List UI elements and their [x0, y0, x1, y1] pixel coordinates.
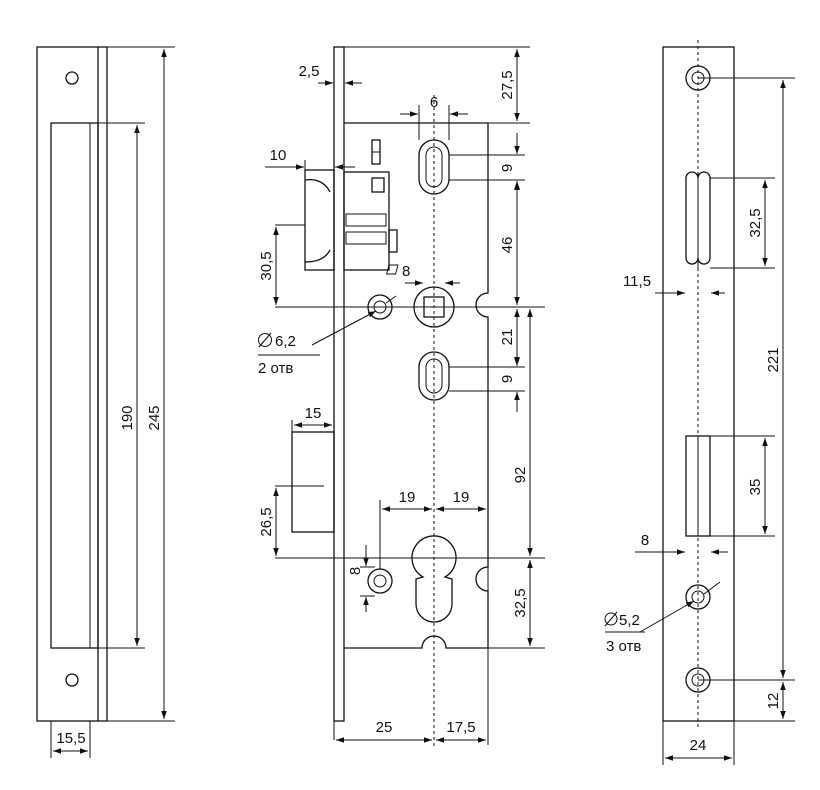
- dim-label-2-5: 2,5: [299, 63, 320, 80]
- dim-label-92: 92: [512, 467, 529, 484]
- dim-label-21: 21: [499, 329, 516, 346]
- dim-label-11-5: 11,5: [623, 273, 651, 290]
- left-plate-outline: [36, 46, 108, 722]
- dim-label-square: 8: [402, 263, 410, 280]
- dim-label-24: 24: [690, 737, 707, 754]
- dim-label-19-left: 19: [399, 489, 416, 506]
- dim-label-32-5-right: 32,5: [747, 208, 764, 237]
- dim-label-small-8: 8: [347, 567, 364, 575]
- right-view: 32,5 11,5 221 35 8 5,2 3 отв 12 24: [604, 40, 795, 765]
- leader-6-2: [311, 310, 377, 346]
- cylinder-hole: [411, 535, 457, 623]
- left-screw-hole-bottom: [65, 673, 79, 687]
- latch-bolt: [304, 139, 398, 271]
- dim-label-8-right: 8: [641, 532, 649, 549]
- leader-5-2: [639, 600, 695, 633]
- dim-label-26-5: 26,5: [258, 507, 275, 536]
- dim-label-27-5: 27,5: [499, 70, 516, 99]
- dim-label-15-5: 15,5: [56, 730, 85, 747]
- left-view: 245 190 15,5: [36, 46, 175, 758]
- latch-opening: [685, 171, 711, 265]
- hole-count-5-2: 3 отв: [606, 638, 641, 655]
- dim-label-6: 6: [430, 94, 438, 111]
- dim-label-221: 221: [765, 347, 782, 372]
- screw-hole-lower: [367, 568, 393, 594]
- dim-label-190: 190: [119, 405, 136, 430]
- dim-label-46: 46: [499, 237, 516, 254]
- dim-label-30-5: 30,5: [258, 251, 275, 280]
- leader-5-2-tail: [703, 581, 721, 595]
- dim-label-5-2: 5,2: [619, 612, 640, 629]
- dim-label-9-lower: 9: [499, 375, 516, 383]
- square-symbol-icon: [385, 264, 399, 275]
- left-plate-opening: [50, 122, 99, 649]
- dim-label-32-5-mid: 32,5: [512, 588, 529, 617]
- right-screw-hole-middle: [685, 584, 711, 610]
- left-screw-hole-top: [65, 71, 79, 85]
- diameter-symbol-icon: [258, 332, 272, 348]
- upper-slot: [418, 139, 450, 195]
- dim-label-245: 245: [146, 405, 163, 430]
- middle-view: 2,5 27,5 6 9 10 46 30,5 8: [258, 46, 545, 748]
- lock-body-outline: [344, 122, 489, 649]
- dim-label-15: 15: [305, 405, 322, 422]
- leader-6-2-tail: [385, 295, 397, 304]
- dim-label-35: 35: [747, 479, 764, 496]
- dim-label-17-5: 17,5: [446, 719, 475, 736]
- lower-slot: [418, 351, 450, 401]
- hole-count-6-2: 2 отв: [258, 360, 293, 377]
- dim-label-19-right: 19: [453, 489, 470, 506]
- dim-label-25: 25: [376, 719, 393, 736]
- dim-label-9-upper: 9: [499, 164, 516, 172]
- dim-label-12: 12: [765, 693, 782, 710]
- dim-label-10: 10: [270, 147, 287, 164]
- faceplate: [333, 46, 345, 722]
- dead-bolt: [291, 431, 335, 533]
- dim-label-6-2: 6,2: [275, 333, 296, 350]
- diameter-symbol-right-icon: [604, 611, 618, 627]
